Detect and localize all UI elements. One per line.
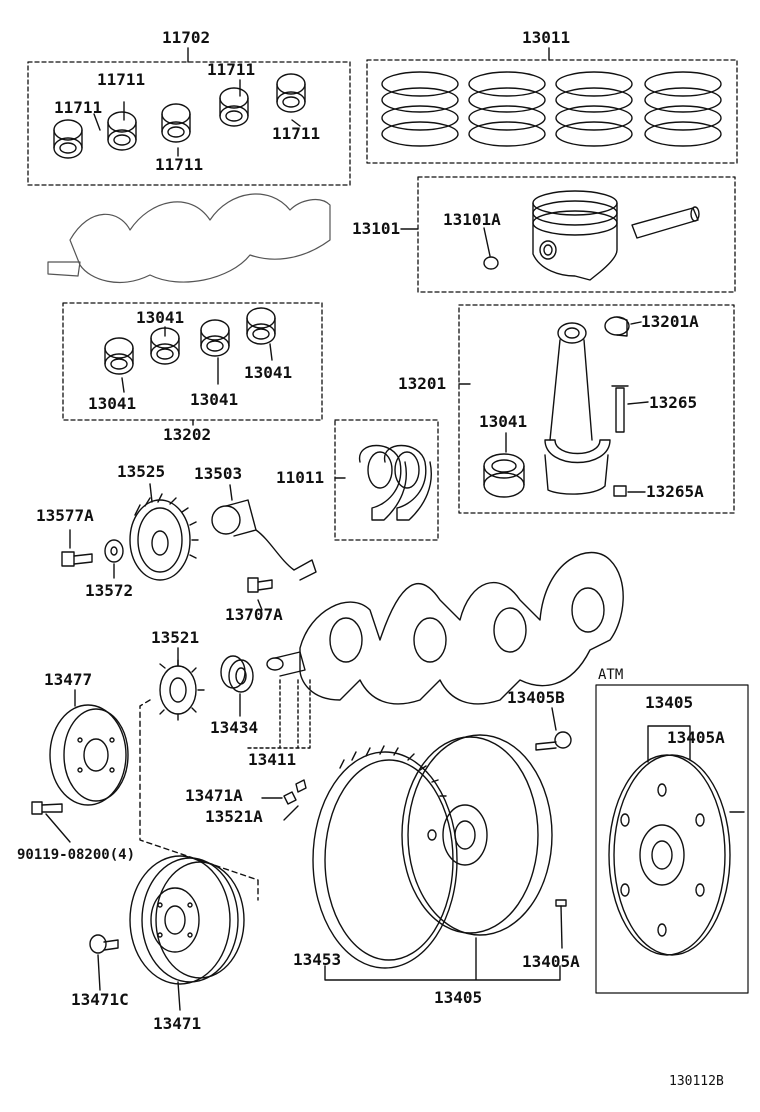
leaders-11711 bbox=[93, 79, 301, 157]
con-rod-bearing-shell[interactable] bbox=[483, 453, 525, 498]
leader-13405A bbox=[560, 905, 563, 949]
leaders-keys bbox=[261, 797, 299, 821]
crank-position-sensor[interactable] bbox=[211, 499, 317, 581]
main-bearing-shells[interactable] bbox=[53, 73, 306, 159]
label-13405-atm[interactable]: 13405 bbox=[645, 693, 694, 712]
label-13041-e[interactable]: 13041 bbox=[479, 412, 528, 431]
leader-13411 bbox=[247, 679, 311, 749]
label-13041-a[interactable]: 13041 bbox=[136, 308, 185, 327]
label-90119-08200[interactable]: 90119-08200(4) bbox=[17, 847, 136, 863]
label-11711-b[interactable]: 11711 bbox=[207, 60, 256, 79]
leader-13405B bbox=[551, 707, 557, 731]
connecting-rod-bearing[interactable] bbox=[604, 316, 630, 337]
leader-13525 bbox=[149, 483, 153, 503]
crankshaft[interactable] bbox=[266, 551, 624, 705]
pulley-center-bolt[interactable] bbox=[89, 934, 119, 954]
label-13101[interactable]: 13101 bbox=[352, 219, 401, 238]
leaders-13201 bbox=[458, 321, 649, 493]
label-13521[interactable]: 13521 bbox=[151, 628, 200, 647]
label-13525[interactable]: 13525 bbox=[117, 462, 166, 481]
flywheel-bolt[interactable] bbox=[535, 731, 572, 751]
group-box-11702 bbox=[27, 61, 351, 186]
rod-bearing-shells[interactable] bbox=[104, 307, 276, 375]
label-13265[interactable]: 13265 bbox=[649, 393, 698, 412]
leaders-13101 bbox=[400, 227, 491, 257]
group-box-13101 bbox=[417, 176, 736, 293]
leader-90119 bbox=[45, 813, 71, 843]
label-atm: ATM bbox=[598, 667, 624, 683]
label-11011[interactable]: 11011 bbox=[276, 468, 325, 487]
label-13201[interactable]: 13201 bbox=[398, 374, 447, 393]
label-13521A[interactable]: 13521A bbox=[205, 807, 263, 826]
crankshaft-pulley[interactable] bbox=[129, 855, 245, 985]
leader-13471C bbox=[97, 954, 101, 991]
woodruff-keys[interactable] bbox=[283, 779, 307, 805]
crank-timing-gear[interactable] bbox=[129, 493, 199, 581]
label-13202[interactable]: 13202 bbox=[163, 425, 212, 444]
label-13041-b[interactable]: 13041 bbox=[244, 363, 293, 382]
crankshaft-sprocket[interactable] bbox=[159, 659, 205, 721]
piston[interactable] bbox=[532, 190, 618, 281]
group-box-13201 bbox=[458, 304, 735, 514]
crank-spacer[interactable] bbox=[220, 655, 254, 693]
connecting-rod-bolt[interactable] bbox=[611, 385, 629, 433]
label-11702[interactable]: 11702 bbox=[162, 28, 211, 47]
leader-13405-atm bbox=[647, 725, 691, 763]
label-13707A[interactable]: 13707A bbox=[225, 605, 283, 624]
label-11711-c[interactable]: 11711 bbox=[54, 98, 103, 117]
label-13471C[interactable]: 13471C bbox=[71, 990, 129, 1009]
group-box-11011 bbox=[334, 419, 439, 541]
connecting-rod-nut[interactable] bbox=[613, 485, 627, 497]
label-11711-a[interactable]: 11711 bbox=[97, 70, 146, 89]
pulley-bolt[interactable] bbox=[31, 801, 63, 815]
label-13201A[interactable]: 13201A bbox=[641, 312, 699, 331]
leaders-13041 bbox=[121, 326, 273, 393]
flywheel-dowel-pin[interactable] bbox=[555, 899, 567, 907]
label-13453[interactable]: 13453 bbox=[293, 950, 342, 969]
leader-13503 bbox=[229, 484, 233, 501]
label-11711-d[interactable]: 11711 bbox=[272, 124, 321, 143]
crankshaft-ghost[interactable] bbox=[47, 193, 331, 283]
label-13577A[interactable]: 13577A bbox=[36, 506, 94, 525]
label-13405[interactable]: 13405 bbox=[434, 988, 483, 1007]
label-13265A[interactable]: 13265A bbox=[646, 482, 704, 501]
connecting-rod[interactable] bbox=[544, 322, 611, 495]
label-13101A[interactable]: 13101A bbox=[443, 210, 501, 229]
label-13405A[interactable]: 13405A bbox=[522, 952, 580, 971]
label-13011[interactable]: 13011 bbox=[522, 28, 571, 47]
bolt-13707A[interactable] bbox=[247, 577, 273, 593]
flywheel[interactable] bbox=[401, 734, 553, 936]
label-11711-e[interactable]: 11711 bbox=[155, 155, 204, 174]
label-13503[interactable]: 13503 bbox=[194, 464, 243, 483]
leader-13471 bbox=[177, 981, 181, 1011]
crank-pulley-ref[interactable] bbox=[49, 704, 129, 806]
label-13471[interactable]: 13471 bbox=[153, 1014, 202, 1033]
label-13572[interactable]: 13572 bbox=[85, 581, 134, 600]
plate-washer[interactable] bbox=[104, 539, 124, 563]
label-13041-d[interactable]: 13041 bbox=[190, 390, 239, 409]
label-13477[interactable]: 13477 bbox=[44, 670, 93, 689]
dashed-link-pulley bbox=[139, 699, 259, 901]
group-box-13011 bbox=[366, 59, 738, 164]
thrust-washer-set[interactable] bbox=[359, 444, 432, 521]
label-13405B[interactable]: 13405B bbox=[507, 688, 565, 707]
piston-ring-set[interactable] bbox=[381, 71, 722, 147]
piston-pin-snap-ring[interactable] bbox=[483, 256, 499, 270]
group-box-atm bbox=[595, 684, 749, 994]
drive-plate-atm[interactable] bbox=[608, 754, 745, 956]
label-13405A-atm[interactable]: 13405A bbox=[667, 728, 725, 747]
flywheel-ring-gear[interactable] bbox=[312, 745, 458, 969]
figure-id: 130112B bbox=[669, 1074, 724, 1089]
bolt-13577A[interactable] bbox=[61, 551, 93, 567]
leader-13405-group bbox=[324, 937, 561, 981]
label-13471A[interactable]: 13471A bbox=[185, 786, 243, 805]
piston-pin[interactable] bbox=[631, 206, 700, 239]
label-13411[interactable]: 13411 bbox=[248, 750, 297, 769]
label-13041-c[interactable]: 13041 bbox=[88, 394, 137, 413]
label-13434[interactable]: 13434 bbox=[210, 718, 259, 737]
leader-13707A bbox=[257, 599, 263, 611]
